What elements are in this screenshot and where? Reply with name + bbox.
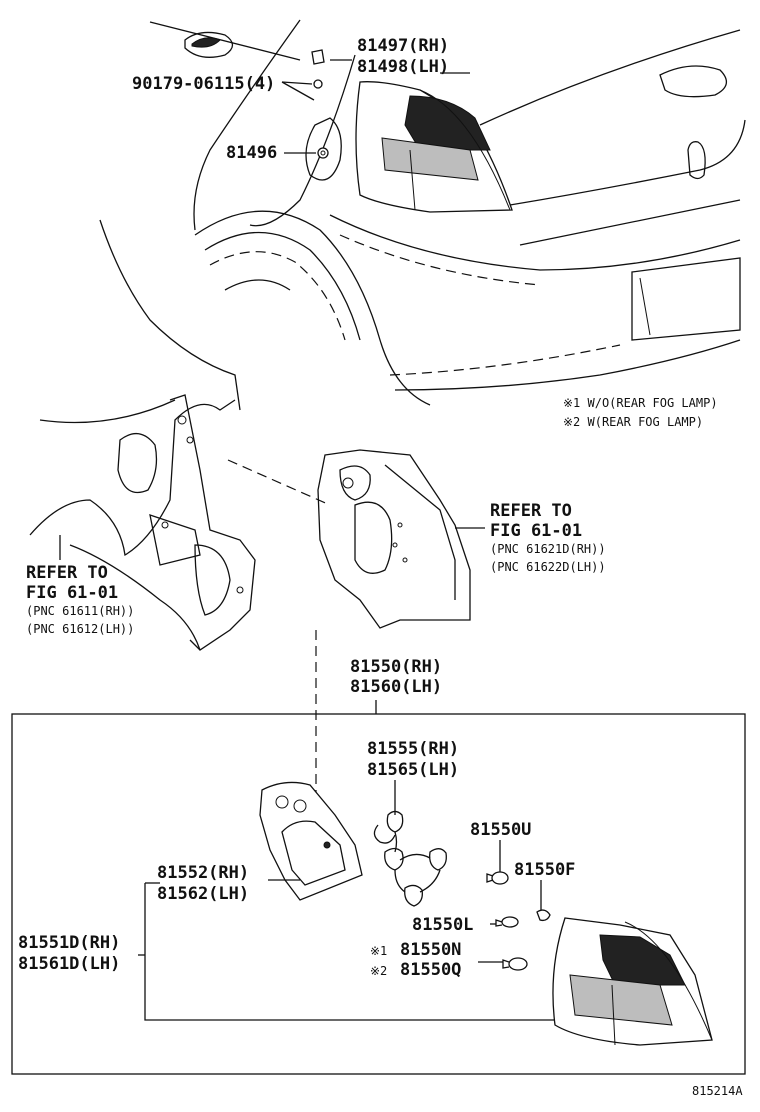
- label-81562-lh: 81562(LH): [157, 884, 249, 904]
- mark-note-1: ※1: [370, 944, 387, 958]
- vehicle-body-illustration: [149, 19, 746, 406]
- refer-right-line2: FIG 61-01: [490, 521, 582, 541]
- bulb-81550u: [486, 871, 509, 885]
- bulb-81550l: [495, 916, 519, 928]
- clip-81497: [311, 49, 325, 65]
- refer-left-line2: FIG 61-01: [26, 583, 118, 603]
- label-90179-06115: 90179-06115(4): [132, 74, 275, 94]
- label-81552-rh: 81552(RH): [157, 863, 249, 883]
- label-81550f: 81550F: [514, 860, 575, 880]
- refer-right-pnc-rh: (PNC 61621D(RH)): [490, 542, 606, 556]
- exploded-view-frame: [11, 713, 746, 1075]
- label-81550l: 81550L: [412, 915, 473, 935]
- figure-code: 815214A: [692, 1084, 743, 1098]
- inner-panel-right: [317, 449, 471, 629]
- refer-left-line1: REFER TO: [26, 563, 108, 583]
- bulb-81550f: [536, 909, 551, 922]
- mark-note-2: ※2: [370, 964, 387, 978]
- inner-quarter-panel-left: [29, 219, 256, 651]
- label-81561d-lh: 81561D(LH): [18, 954, 120, 974]
- gasket-81552: [259, 781, 363, 901]
- nut-90179: [313, 79, 323, 89]
- rear-lamp-81551d: [552, 917, 713, 1046]
- label-81555-rh: 81555(RH): [367, 739, 459, 759]
- label-81497-rh: 81497(RH): [357, 36, 449, 56]
- label-81560-lh: 81560(LH): [350, 677, 442, 697]
- bulb-81550n: [502, 957, 528, 971]
- refer-right-pnc-lh: (PNC 61622D(LH)): [490, 560, 606, 574]
- label-81551d-rh: 81551D(RH): [18, 933, 120, 953]
- label-81550-rh: 81550(RH): [350, 657, 442, 677]
- label-81496: 81496: [226, 143, 277, 163]
- socket-wire-81555: [373, 810, 447, 907]
- refer-right-line1: REFER TO: [490, 501, 572, 521]
- refer-left-pnc-rh: (PNC 61611(RH)): [26, 604, 134, 618]
- nut-81496: [317, 147, 329, 159]
- note-1-without-rear-fog-lamp: ※1 W/O(REAR FOG LAMP): [563, 396, 718, 410]
- label-81550q: 81550Q: [400, 960, 461, 980]
- label-81550n: 81550N: [400, 940, 461, 960]
- refer-left-pnc-lh: (PNC 61612(LH)): [26, 622, 134, 636]
- note-2-with-rear-fog-lamp: ※2 W(REAR FOG LAMP): [563, 415, 703, 429]
- label-81565-lh: 81565(LH): [367, 760, 459, 780]
- label-81550u: 81550U: [470, 820, 531, 840]
- label-81498-lh: 81498(LH): [357, 57, 449, 77]
